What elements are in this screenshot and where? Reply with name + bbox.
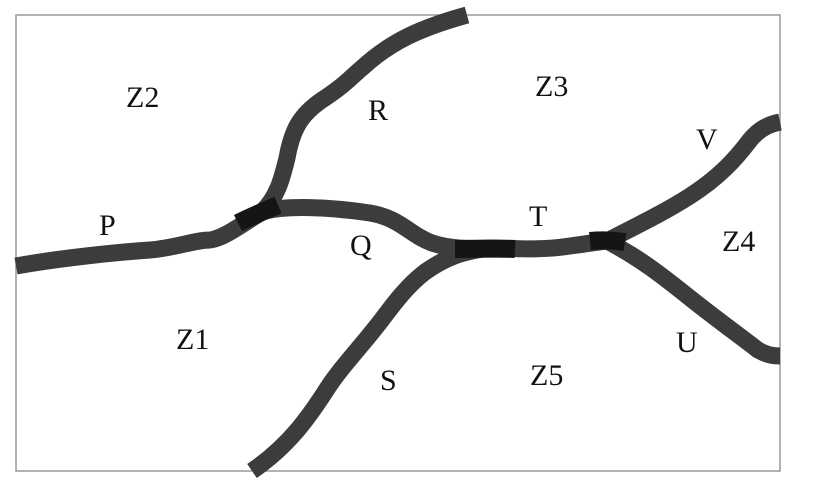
road-s (247, 239, 492, 479)
road-label-p: P (99, 209, 116, 242)
road-v (603, 113, 782, 249)
junction-right (589, 231, 627, 251)
zone-label-z5: Z5 (530, 359, 563, 392)
road-r (255, 6, 470, 219)
road-labels: P Q R S T U V (99, 94, 718, 397)
zone-label-z2: Z2 (126, 81, 159, 114)
road-u (603, 233, 781, 365)
road-network (14, 6, 782, 479)
zone-label-z4: Z4 (722, 225, 755, 258)
road-label-t: T (529, 200, 547, 233)
road-p (14, 204, 267, 275)
road-label-r: R (368, 94, 388, 127)
road-label-q: Q (350, 229, 372, 262)
zone-label-z1: Z1 (176, 323, 209, 356)
zone-labels: Z1 Z2 Z3 Z4 Z5 (126, 70, 755, 392)
zone-label-z3: Z3 (535, 70, 568, 103)
road-label-s: S (380, 364, 397, 397)
road-label-u: U (676, 326, 698, 359)
road-label-v: V (696, 123, 718, 156)
junction-left (233, 196, 282, 232)
